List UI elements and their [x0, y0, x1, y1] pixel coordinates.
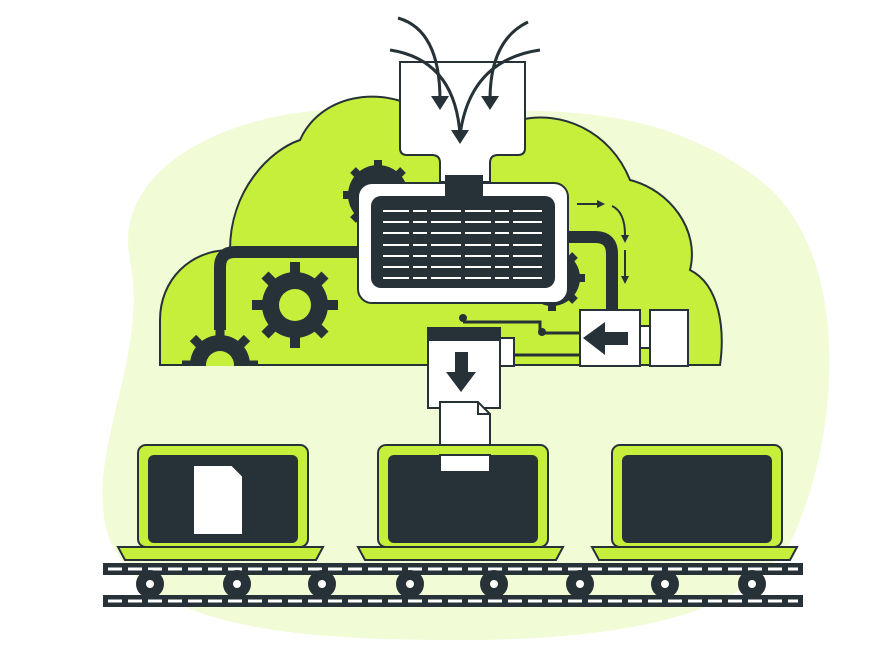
pipe: [214, 246, 360, 330]
laptop: [116, 444, 325, 561]
arrow-left-icon: [583, 322, 628, 355]
laptop: [590, 444, 799, 561]
arrow-down-icon: [446, 352, 476, 392]
incoming-arrows-icon: [389, 16, 541, 136]
laptop: [356, 444, 565, 561]
gear-icon: [180, 327, 260, 406]
pipe: [565, 231, 618, 310]
arrowheads: [431, 96, 499, 144]
printer: [427, 327, 515, 409]
flow-arrows-icon: [577, 203, 626, 278]
gear-icon: [252, 262, 338, 348]
processing-machine: [357, 175, 569, 304]
conveyor-belt: [103, 563, 803, 607]
document-icon: [192, 464, 244, 536]
